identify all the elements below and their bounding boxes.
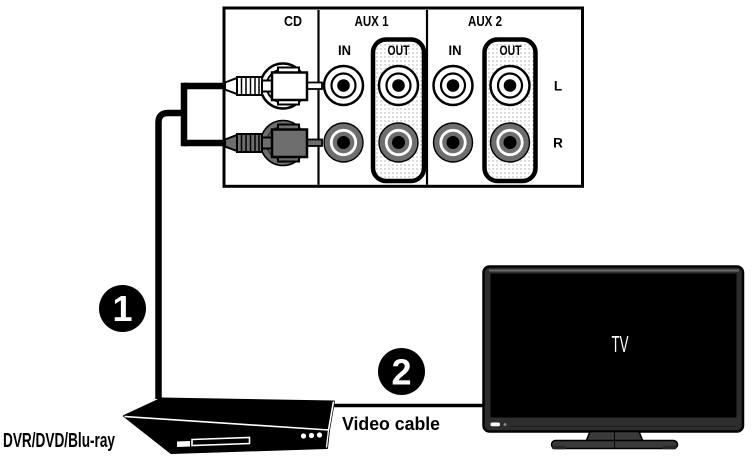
dvd-player-icon — [123, 397, 335, 454]
cd-section-label: CD — [284, 13, 302, 30]
aux1-in-label: IN — [338, 43, 351, 58]
aux2-in-left-jack-icon — [432, 64, 474, 107]
audio-cable-run — [155, 109, 184, 399]
aux1-in-right-jack-icon — [322, 121, 365, 164]
disc-tray-icon — [191, 436, 251, 447]
right-channel-label: R — [553, 136, 563, 151]
callout-2-number: 2 — [391, 352, 411, 393]
callout-2: 2 — [378, 348, 425, 395]
aux2-in-label: IN — [449, 43, 462, 58]
callout-1: 1 — [99, 285, 146, 332]
player-display-icon — [177, 441, 190, 447]
aux1-in-left-jack-icon — [322, 64, 365, 107]
aux1-out-label: OUT — [388, 43, 411, 58]
tv-stand-icon — [550, 430, 679, 450]
aux2-out-label: OUT — [500, 43, 523, 58]
source-device-label: DVR/DVD/Blu-ray — [3, 429, 115, 452]
callout-1-number: 1 — [112, 288, 132, 329]
tv-screen — [490, 273, 737, 418]
aux2-in-right-jack-icon — [432, 121, 474, 164]
video-cable-label: Video cable — [342, 413, 440, 434]
callout-2-badge — [378, 348, 425, 395]
aux2-out-right-jack-icon — [489, 121, 531, 164]
tv-power-led-icon — [490, 422, 500, 427]
aux1-out-left-jack-icon — [377, 64, 420, 107]
left-channel-label: L — [554, 79, 562, 94]
rca-plug-right-gray-icon — [224, 123, 323, 163]
player-buttons-icon — [300, 432, 323, 439]
aux1-out-right-jack-icon — [377, 121, 420, 164]
callout-1-badge — [99, 285, 146, 332]
aux1-section-label: AUX 1 — [355, 13, 389, 30]
tv-icon: TV — [482, 265, 745, 450]
aux2-section-label: AUX 2 — [468, 13, 502, 30]
tv-screen-label: TV — [612, 331, 629, 357]
aux2-out-left-jack-icon — [489, 64, 531, 107]
rca-plug-left-white-icon — [224, 66, 323, 106]
